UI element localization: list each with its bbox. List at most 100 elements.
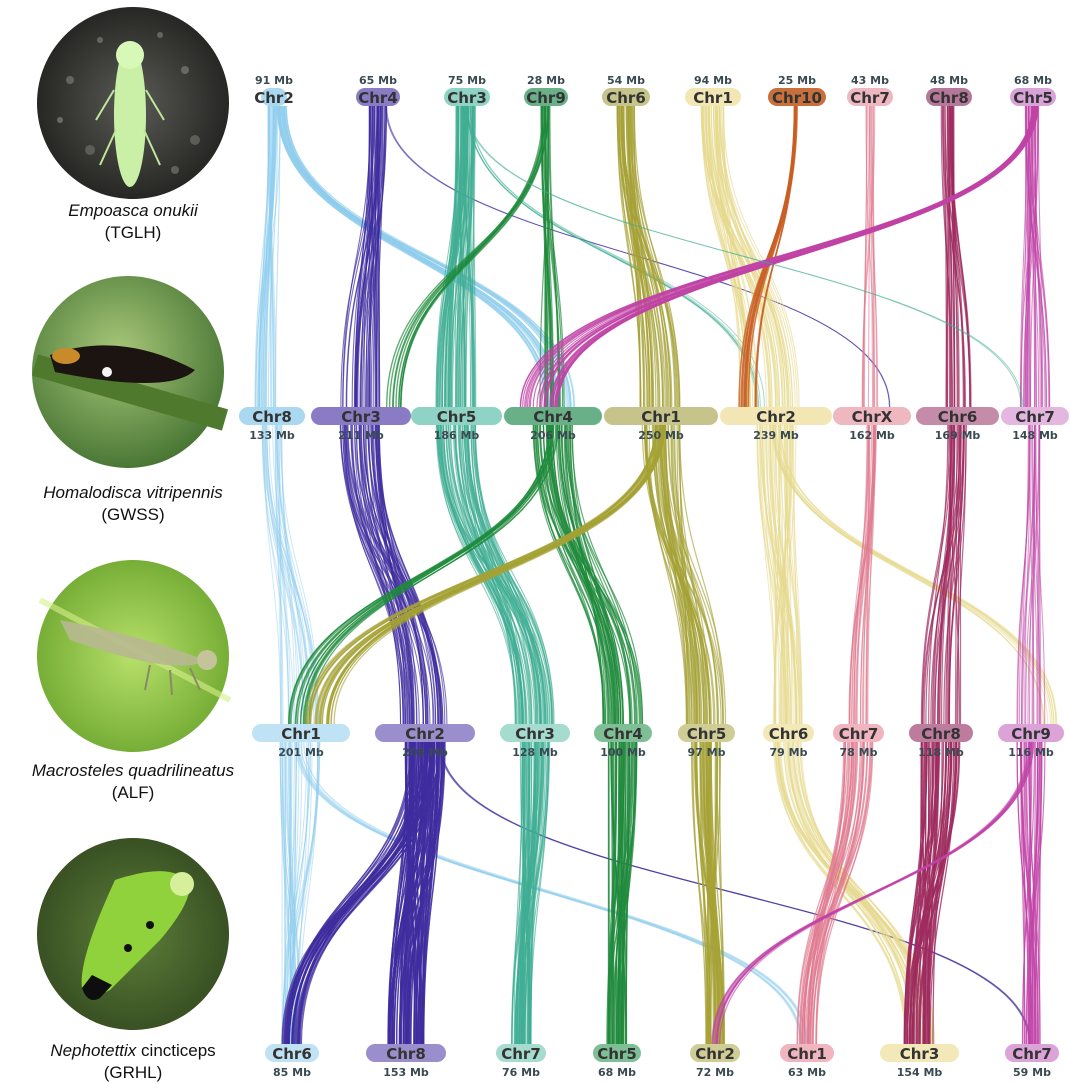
chromosome-size: 54 Mb bbox=[607, 74, 645, 87]
chromosome-size: 186 Mb bbox=[434, 429, 480, 442]
synteny-link bbox=[279, 106, 545, 407]
species-label-alf: Macrosteles quadrilineatus (ALF) bbox=[13, 760, 253, 804]
chromosome: Chr9116 Mb bbox=[998, 724, 1064, 759]
chromosome-label: Chr3 bbox=[341, 408, 381, 426]
chromosome: Chr272 Mb bbox=[690, 1044, 740, 1079]
ribbon-bundle bbox=[642, 425, 725, 724]
chromosome-size: 76 Mb bbox=[502, 1066, 540, 1079]
ribbon-bundle bbox=[712, 742, 1033, 1044]
chromosome-size: 85 Mb bbox=[273, 1066, 311, 1079]
chromosome-label: Chr9 bbox=[1011, 725, 1051, 743]
chromosome-label: Chr5 bbox=[597, 1045, 637, 1063]
chromosome-label: Chr5 bbox=[1013, 89, 1053, 107]
synteny-link bbox=[774, 425, 1048, 724]
species-abbreviation: (ALF) bbox=[13, 782, 253, 804]
synteny-link bbox=[304, 742, 808, 1044]
chromosome: Chr6 169 Mb bbox=[916, 407, 999, 442]
chromosome-size: 91 Mb bbox=[255, 74, 293, 87]
chromosome-size: 78 Mb bbox=[840, 746, 878, 759]
synteny-ribbons bbox=[255, 106, 1057, 1044]
chromosome-label: Chr1 bbox=[693, 89, 733, 107]
chromosome: Chr7148 Mb bbox=[1001, 407, 1069, 442]
chromosome-label: Chr1 bbox=[787, 1045, 827, 1063]
chromosome-label: Chr5 bbox=[687, 725, 727, 743]
ribbon-bundle bbox=[255, 106, 280, 407]
chromosome-label: Chr7 bbox=[850, 89, 890, 107]
chromosome-size: 100 Mb bbox=[600, 746, 646, 759]
chromosome-size: 48 Mb bbox=[930, 74, 968, 87]
chromosome: Chr568 Mb bbox=[1010, 74, 1056, 107]
chromosome-size: 28 Mb bbox=[527, 74, 565, 87]
chromosome-label: Chr4 bbox=[358, 89, 398, 107]
chromosome: Chr7 76 Mb bbox=[496, 1044, 546, 1079]
synteny-link bbox=[279, 106, 570, 407]
ribbon-bundle bbox=[512, 742, 550, 1044]
chromosome-label: Chr7 bbox=[839, 725, 879, 743]
chromosome-label: Chr9 bbox=[526, 89, 566, 107]
chromosome: Chr1 63 Mb bbox=[780, 1044, 834, 1079]
species-label-gwss: Homalodisca vitripennis (GWSS) bbox=[13, 482, 253, 526]
species-abbreviation: (TGLH) bbox=[13, 222, 253, 244]
chromosome: Chr194 Mb bbox=[685, 74, 741, 107]
species-abbreviation: (GWSS) bbox=[13, 504, 253, 526]
genome-track: Chr685 MbChr8153 MbChr776 MbChr568 MbChr… bbox=[265, 1044, 1059, 1079]
chromosome-size: 68 Mb bbox=[598, 1066, 636, 1079]
chromosome-label: Chr8 bbox=[921, 725, 961, 743]
chromosome-size: 63 Mb bbox=[788, 1066, 826, 1079]
chromosome-size: 154 Mb bbox=[897, 1066, 943, 1079]
ribbon-bundle bbox=[388, 742, 445, 1044]
chromosome-size: 169 Mb bbox=[935, 429, 981, 442]
chromosome: Chr759 Mb bbox=[1005, 1044, 1059, 1079]
chromosome: Chr6 85 Mb bbox=[265, 1044, 319, 1079]
chromosome: Chr3211 Mb bbox=[311, 407, 411, 442]
chromosome-size: 250 Mb bbox=[638, 429, 684, 442]
chromosome-size: 65 Mb bbox=[359, 74, 397, 87]
ribbon-bundle bbox=[862, 106, 877, 407]
chromosome-label: Chr2 bbox=[695, 1045, 735, 1063]
synteny-link bbox=[281, 106, 548, 407]
chromosome: Chr3128 Mb bbox=[500, 724, 570, 759]
species-photo-alf bbox=[37, 560, 230, 752]
chromosome-label: Chr10 bbox=[772, 89, 822, 107]
species-label-tglh: Empoasca onukii (TGLH) bbox=[13, 200, 253, 244]
ribbon-bundle bbox=[341, 106, 387, 407]
chromosome: Chr10 25 Mb bbox=[768, 74, 826, 107]
chromosome-size: 75 Mb bbox=[448, 74, 486, 87]
chromosome: Chr597 Mb bbox=[678, 724, 735, 759]
chromosome-size: 25 Mb bbox=[778, 74, 816, 87]
chromosome-label: Chr5 bbox=[437, 408, 477, 426]
synteny-link bbox=[720, 742, 1032, 1044]
chromosome: Chr3 75 Mb bbox=[444, 74, 490, 107]
synteny-link bbox=[283, 106, 559, 407]
genome-track: Chr1201 MbChr2208 MbChr3128 MbChr4100 Mb… bbox=[252, 724, 1064, 759]
chromosome-label: Chr2 bbox=[405, 725, 445, 743]
chromosome-label: Chr2 bbox=[756, 408, 796, 426]
chromosome-label: Chr6 bbox=[938, 408, 978, 426]
synteny-link bbox=[776, 425, 1054, 724]
species-label-grhl: Nephotettix cincticeps (GRHL) bbox=[13, 1040, 253, 1084]
chromosome-label: Chr1 bbox=[281, 725, 321, 743]
chromosome: Chr2208 Mb bbox=[375, 724, 475, 759]
synteny-link bbox=[286, 106, 571, 407]
chromosome-label: Chr8 bbox=[929, 89, 969, 107]
chromosome: Chr679 Mb bbox=[763, 724, 814, 759]
synteny-link bbox=[280, 106, 560, 407]
chromosome-label: Chr3 bbox=[900, 1045, 940, 1063]
chromosome: Chr5 68 Mb bbox=[593, 1044, 641, 1079]
chromosome-label: Chr6 bbox=[606, 89, 646, 107]
ribbon-bundle bbox=[772, 425, 1057, 724]
ribbon-bundle bbox=[607, 742, 637, 1044]
chromosome-label: Chr1 bbox=[641, 408, 681, 426]
chromosome-label: Chr3 bbox=[447, 89, 487, 107]
chromosome-label: Chr7 bbox=[1012, 1045, 1052, 1063]
synteny-link bbox=[524, 742, 525, 1044]
chromosome: Chr291 Mb bbox=[254, 74, 294, 107]
chromosome: Chr3 154 Mb bbox=[880, 1044, 959, 1079]
chromosome-label: Chr7 bbox=[501, 1045, 541, 1063]
ribbon-bundle bbox=[1017, 425, 1045, 724]
chromosome-label: Chr8 bbox=[386, 1045, 426, 1063]
chromosome-label: Chr6 bbox=[272, 1045, 312, 1063]
species-abbreviation: (GRHL) bbox=[13, 1062, 253, 1084]
